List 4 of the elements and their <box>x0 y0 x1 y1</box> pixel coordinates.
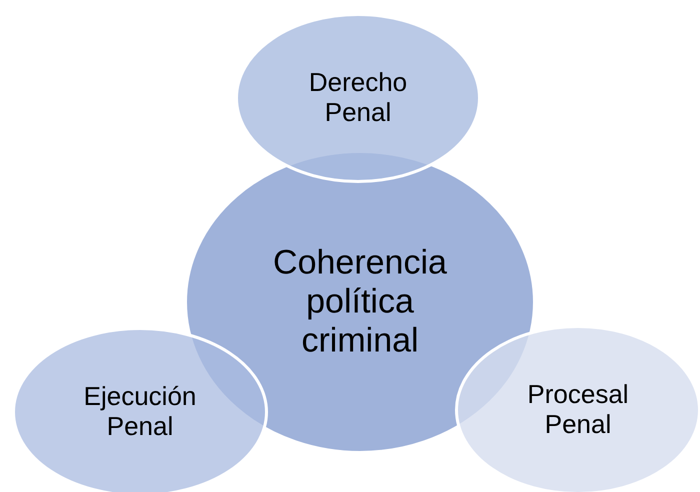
node-label: Coherencia política criminal <box>272 243 448 361</box>
node-label: Ejecución Penal <box>82 382 198 442</box>
node-label: Procesal Penal <box>526 380 630 440</box>
node-label: Derecho Penal <box>308 68 408 128</box>
